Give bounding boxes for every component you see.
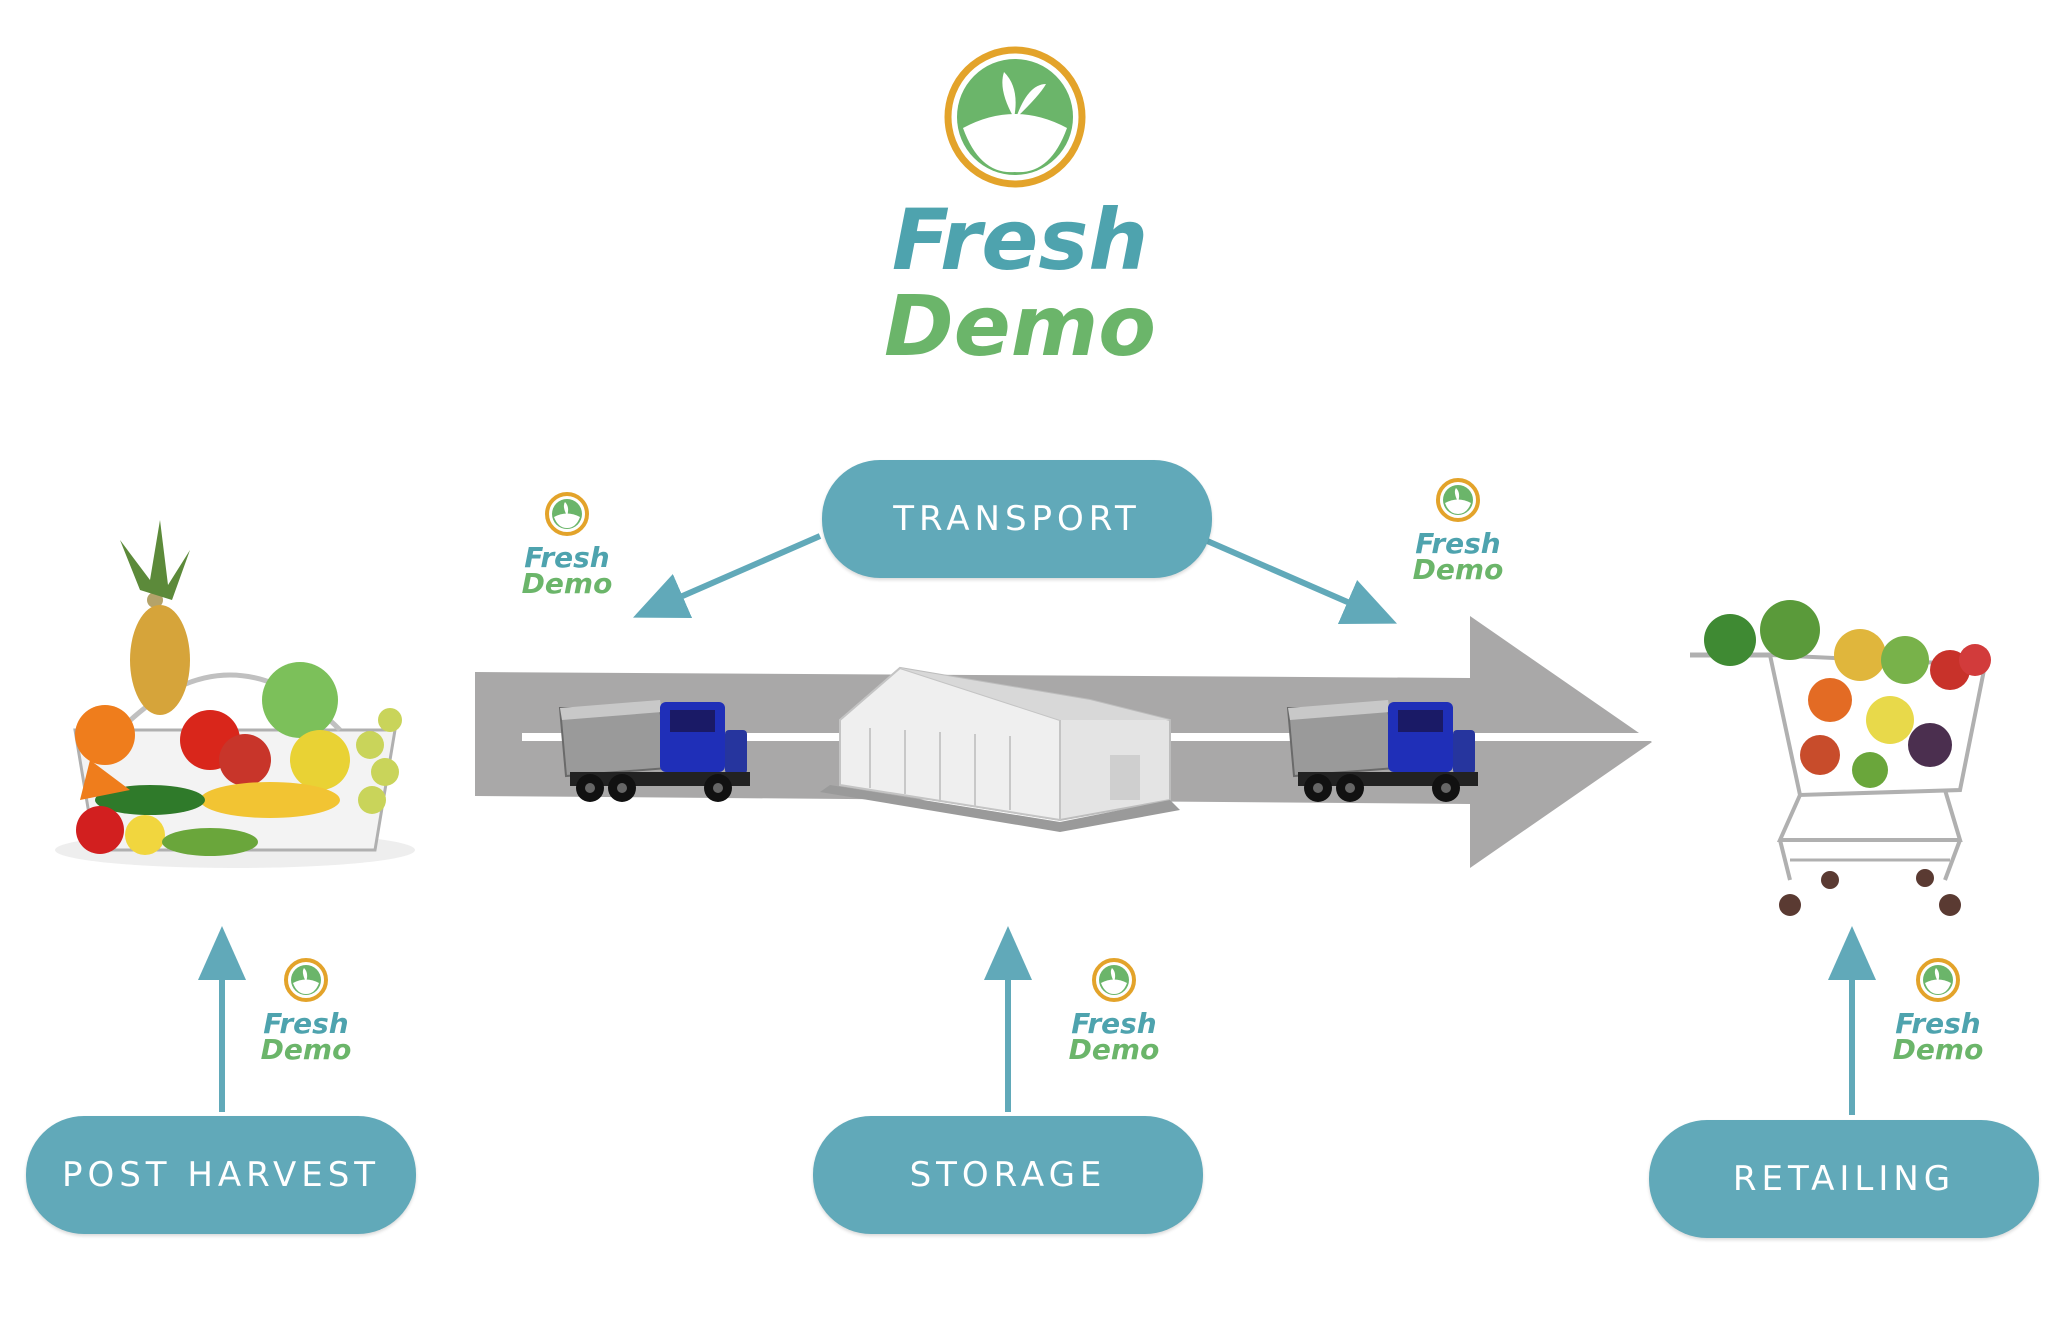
mini-logo: Fresh Demo [1059,953,1169,1073]
mini-logo-mark [1916,958,1960,1002]
mini-logo-mark [284,958,328,1002]
post-harvest-pill: POST HARVEST [26,1116,416,1234]
transport-to-left-arrow [633,533,822,618]
fruit-basket-image [55,520,415,868]
mini-logo: Fresh Demo [1403,473,1513,593]
mini-logo: Fresh Demo [1883,953,1993,1073]
mini-logo-line1: Fresh [1415,527,1501,560]
warehouse-image [820,666,1180,832]
mini-logo-mark [1436,478,1480,522]
brand-title-line2: Demo [884,277,1156,375]
mini-logo-line1: Fresh [1895,1007,1981,1040]
retailing-pill: RETAILING [1649,1120,2039,1238]
storage-label: STORAGE [909,1155,1107,1195]
mini-logo: Fresh Demo [512,487,622,607]
mini-logo-line2: Demo [260,1033,352,1066]
shopping-cart-image [1690,600,1991,916]
mini-logo-line2: Demo [1068,1033,1160,1066]
storage-pill: STORAGE [813,1116,1203,1234]
mini-logo: Fresh Demo [251,953,361,1073]
mini-logo-mark [545,492,589,536]
mini-logo-line2: Demo [521,567,613,600]
mini-logo-line1: Fresh [263,1007,349,1040]
mini-logo-line2: Demo [1412,553,1504,586]
retailing-label: RETAILING [1732,1159,1956,1199]
truck-right-image [1286,700,1478,802]
mini-logo-line1: Fresh [1071,1007,1157,1040]
mini-logo-line1: Fresh [524,541,610,574]
transport-pill: TRANSPORT [822,460,1212,578]
brand-logo-mark [944,46,1086,188]
mini-logo-line2: Demo [1892,1033,1984,1066]
mini-logo-mark [1092,958,1136,1002]
truck-left-image [558,700,750,802]
transport-to-right-arrow [1203,537,1398,625]
post-harvest-label: POST HARVEST [61,1155,381,1195]
brand-title-line1: Fresh [891,191,1149,289]
transport-label: TRANSPORT [893,499,1141,539]
